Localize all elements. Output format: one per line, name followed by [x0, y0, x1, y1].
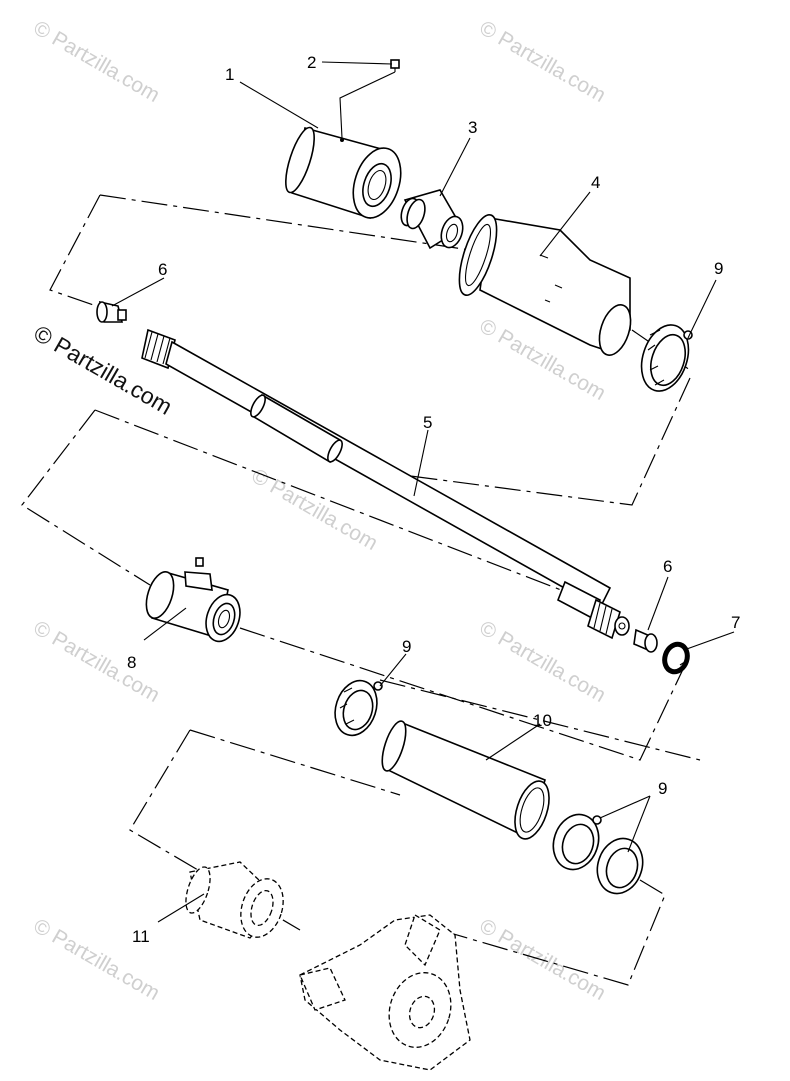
watermark: © Partzilla.com — [30, 616, 164, 707]
watermark: © Partzilla.com — [476, 16, 610, 107]
callout-9: 9 — [714, 259, 723, 278]
callout-4: 4 — [591, 173, 600, 192]
part-9-clamps-lower — [552, 813, 644, 895]
part-7-o-ring — [662, 641, 690, 675]
impeller-reference — [299, 914, 471, 1071]
callout-6: 6 — [663, 557, 672, 576]
centerline-lower — [129, 729, 301, 931]
part-8-bearing-carrier — [145, 557, 241, 643]
centerline-middle-bottom — [239, 627, 686, 761]
part-5-driveshaft — [141, 328, 630, 640]
watermark: © Partzilla.com — [30, 16, 164, 107]
centerline-shaft — [379, 679, 701, 761]
leader-lines — [111, 61, 735, 923]
callout-10: 10 — [533, 711, 552, 730]
part-4-boot — [458, 214, 632, 356]
part-11-reference — [185, 861, 284, 939]
centerline-lower-right — [439, 879, 666, 986]
part-2-grease-fitting — [339, 59, 400, 139]
centerline-middle-top — [94, 409, 601, 606]
part-10-sleeve — [381, 720, 550, 840]
callout-9: 9 — [658, 779, 667, 798]
callout-11: 11 — [132, 927, 150, 946]
part-9-clamp-middle — [334, 679, 383, 737]
callout-8: 8 — [127, 653, 136, 672]
centerline-upper-lower — [379, 377, 691, 506]
watermark: © Partzilla.com — [248, 464, 382, 555]
assembly-centerlines — [21, 194, 701, 986]
centerline-middle — [21, 409, 151, 586]
centerline-lower-top — [189, 729, 401, 796]
watermark: © Partzilla.com — [476, 616, 610, 707]
part-6-stub-top — [96, 300, 127, 323]
callout-2: 2 — [307, 53, 316, 72]
callout-7: 7 — [731, 613, 740, 632]
part-3-seal — [400, 189, 464, 250]
centerline-upper-right — [99, 194, 471, 251]
callout-labels: 1 2 3 4 5 6 6 7 8 9 9 9 10 11 — [127, 53, 740, 946]
callout-1: 1 — [225, 65, 234, 84]
callout-6: 6 — [158, 260, 167, 279]
callout-9: 9 — [402, 637, 411, 656]
part-1-housing — [285, 126, 402, 220]
part-9-clamp-top — [640, 324, 693, 392]
part-6-stub-bottom — [633, 628, 658, 653]
centerline-upper — [49, 194, 109, 311]
callout-5: 5 — [423, 413, 432, 432]
callout-3: 3 — [468, 118, 477, 137]
